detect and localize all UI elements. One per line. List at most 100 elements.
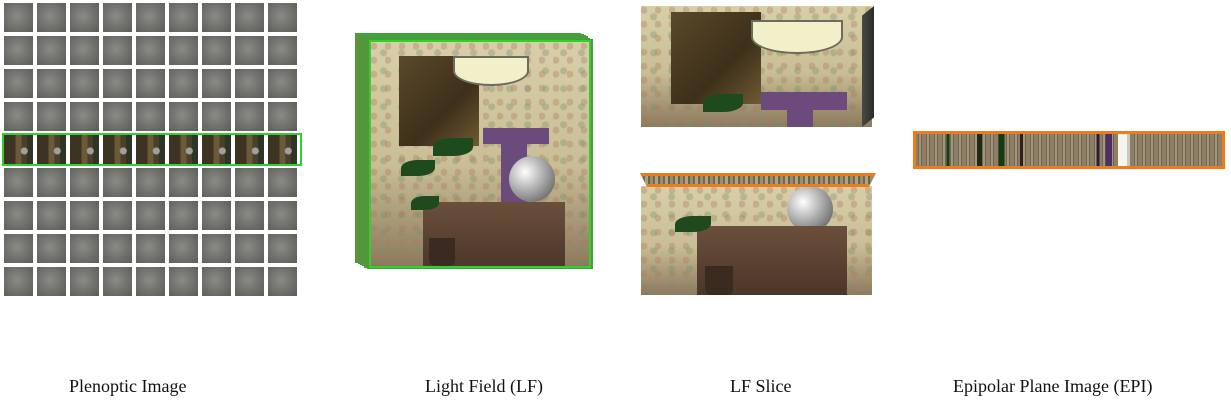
plant-leaf — [411, 196, 439, 210]
caption-light-field: Light Field (LF) — [425, 376, 543, 396]
plenoptic-subaperture-view — [70, 3, 99, 32]
caption-epi: Epipolar Plane Image (EPI) — [953, 376, 1153, 396]
plenoptic-subaperture-view — [235, 201, 264, 230]
plenoptic-subaperture-view — [103, 69, 132, 98]
plenoptic-subaperture-view — [103, 36, 132, 65]
plenoptic-subaperture-view — [103, 3, 132, 32]
metal-sphere — [787, 186, 833, 232]
plenoptic-subaperture-view — [169, 168, 198, 197]
plenoptic-subaperture-view — [70, 69, 99, 98]
plenoptic-subaperture-view — [169, 234, 198, 263]
plenoptic-subaperture-view — [235, 3, 264, 32]
plenoptic-subaperture-view — [268, 69, 297, 98]
plenoptic-subaperture-view — [268, 201, 297, 230]
plenoptic-subaperture-view — [136, 3, 165, 32]
plenoptic-subaperture-view — [136, 36, 165, 65]
plant-pot — [429, 238, 455, 266]
plenoptic-subaperture-view — [4, 168, 33, 197]
plenoptic-subaperture-view — [37, 36, 66, 65]
plenoptic-subaperture-view — [202, 168, 231, 197]
plenoptic-subaperture-view — [268, 267, 297, 296]
plenoptic-subaperture-view — [235, 267, 264, 296]
plenoptic-subaperture-view — [37, 168, 66, 197]
plenoptic-subaperture-view — [70, 36, 99, 65]
plenoptic-subaperture-view — [235, 69, 264, 98]
plenoptic-subaperture-view-highlighted — [136, 135, 165, 164]
plenoptic-subaperture-view — [202, 3, 231, 32]
plenoptic-subaperture-view — [4, 36, 33, 65]
plenoptic-subaperture-view — [4, 201, 33, 230]
plenoptic-subaperture-view — [70, 234, 99, 263]
plenoptic-subaperture-view — [169, 36, 198, 65]
plant-leaf — [675, 216, 711, 232]
plenoptic-subaperture-view — [103, 102, 132, 131]
plant-leaf — [433, 138, 473, 156]
caption-plenoptic-image: Plenoptic Image — [69, 376, 187, 396]
plenoptic-subaperture-view — [70, 267, 99, 296]
plenoptic-subaperture-view — [169, 102, 198, 131]
plant-leaf — [703, 94, 743, 112]
plenoptic-subaperture-view — [4, 69, 33, 98]
plenoptic-subaperture-view — [103, 201, 132, 230]
plenoptic-subaperture-view — [37, 3, 66, 32]
plenoptic-subaperture-view — [202, 69, 231, 98]
plenoptic-subaperture-view — [37, 267, 66, 296]
plant-leaf — [401, 160, 435, 176]
plenoptic-subaperture-view-highlighted — [103, 135, 132, 164]
plenoptic-subaperture-view — [4, 102, 33, 131]
plenoptic-subaperture-view — [268, 168, 297, 197]
plenoptic-subaperture-view-highlighted — [235, 135, 264, 164]
plenoptic-subaperture-view — [235, 36, 264, 65]
plenoptic-subaperture-view — [235, 234, 264, 263]
ceiling-lamp — [453, 56, 529, 86]
purple-t-stem — [787, 108, 813, 127]
plenoptic-image-grid — [2, 3, 302, 299]
plenoptic-subaperture-view — [136, 69, 165, 98]
plenoptic-subaperture-view — [70, 168, 99, 197]
plenoptic-subaperture-view — [268, 102, 297, 131]
plenoptic-subaperture-view — [37, 102, 66, 131]
plenoptic-subaperture-view — [169, 69, 198, 98]
caption-lf-slice: LF Slice — [730, 376, 792, 396]
plenoptic-subaperture-view — [37, 69, 66, 98]
plenoptic-subaperture-view — [202, 102, 231, 131]
metal-sphere — [509, 156, 555, 202]
lf-slice-top-view — [641, 6, 872, 127]
plenoptic-subaperture-view — [202, 234, 231, 263]
plenoptic-subaperture-view — [136, 267, 165, 296]
plenoptic-subaperture-view-highlighted — [70, 135, 99, 164]
plenoptic-subaperture-view — [103, 267, 132, 296]
plenoptic-subaperture-view — [169, 267, 198, 296]
purple-t-shape — [761, 92, 847, 110]
plenoptic-subaperture-view — [70, 102, 99, 131]
plant-pot — [705, 266, 733, 295]
purple-t-shape — [483, 128, 549, 144]
epipolar-plane-image — [913, 131, 1225, 169]
plenoptic-subaperture-view — [268, 234, 297, 263]
ceiling-lamp — [751, 20, 843, 54]
highlighted-row-outline — [2, 133, 302, 166]
plenoptic-subaperture-view — [235, 168, 264, 197]
lf-slice-depth-edge — [862, 6, 874, 127]
plenoptic-subaperture-view — [37, 234, 66, 263]
plenoptic-subaperture-view-highlighted — [37, 135, 66, 164]
plenoptic-subaperture-view — [268, 3, 297, 32]
plenoptic-subaperture-view-highlighted — [202, 135, 231, 164]
epi-slice-plane — [640, 173, 876, 187]
plenoptic-subaperture-view — [4, 234, 33, 263]
painting — [671, 12, 761, 104]
plenoptic-subaperture-view — [136, 201, 165, 230]
plenoptic-subaperture-view — [235, 102, 264, 131]
plenoptic-subaperture-view — [136, 168, 165, 197]
plenoptic-subaperture-view — [70, 201, 99, 230]
plenoptic-subaperture-view-highlighted — [268, 135, 297, 164]
plenoptic-subaperture-view — [103, 168, 132, 197]
plenoptic-subaperture-view — [169, 201, 198, 230]
plenoptic-subaperture-view — [202, 36, 231, 65]
epi-slice-plane-outline — [640, 173, 876, 187]
plenoptic-subaperture-view — [202, 201, 231, 230]
plenoptic-subaperture-view — [136, 102, 165, 131]
plenoptic-subaperture-view — [4, 3, 33, 32]
plenoptic-subaperture-view — [202, 267, 231, 296]
plenoptic-subaperture-view — [169, 3, 198, 32]
